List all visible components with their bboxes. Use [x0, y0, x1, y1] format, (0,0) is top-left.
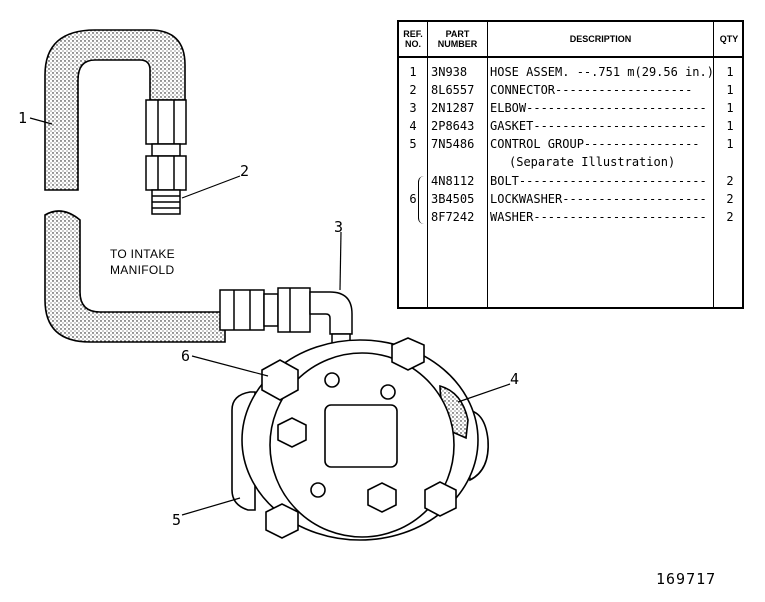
control-group: [231, 337, 489, 541]
callout-3: 3: [334, 218, 343, 236]
row-description: HOSE ASSEM. --.751 m(29.56 in.): [490, 65, 712, 79]
row-part-number: 2P8643: [431, 119, 475, 133]
row-description: WASHER------------------------: [490, 210, 707, 224]
callout-6: 6: [181, 347, 190, 365]
row-ref: 2: [409, 83, 417, 97]
leader-lines: [29, 117, 511, 516]
row-description: BOLT--------------------------: [490, 174, 707, 188]
table-row: 6 3B4505 LOCKWASHER-------------------- 2: [399, 192, 742, 210]
table-row: 8F7242 WASHER------------------------ 2: [399, 210, 742, 228]
group-brace: [418, 176, 427, 224]
row-description: CONTROL GROUP----------------: [490, 137, 700, 151]
parts-table: REF. NO. PART NUMBER DESCRIPTION QTY 1 3N…: [397, 20, 744, 309]
row-qty: 2: [726, 174, 734, 188]
col-divider: [427, 22, 428, 307]
header-ref-no: REF. NO.: [403, 29, 423, 49]
row-qty: 2: [726, 210, 734, 224]
row-part-number: 4N8112: [431, 174, 475, 188]
row-description: (Separate Illustration): [509, 155, 676, 169]
intake-note-line2: MANIFOLD: [110, 263, 174, 277]
callout-2: 2: [240, 162, 249, 180]
row-description: ELBOW-------------------------: [490, 101, 707, 115]
row-part-number: 3B4505: [431, 192, 475, 206]
col-divider: [713, 22, 714, 307]
table-row: 4 2P8643 GASKET------------------------ 1: [399, 119, 742, 137]
row-ref: 6: [409, 192, 417, 206]
row-ref: 5: [409, 137, 417, 151]
table-row: 1 3N938 HOSE ASSEM. --.751 m(29.56 in.) 1: [399, 65, 742, 83]
header-qty: QTY: [719, 34, 739, 44]
elbow-fitting: [219, 287, 353, 347]
row-part-number: 8F7242: [431, 210, 475, 224]
table-row: 5 7N5486 CONTROL GROUP---------------- 1: [399, 137, 742, 155]
row-qty: 1: [726, 65, 734, 79]
header-part-number: PART NUMBER: [437, 29, 478, 49]
row-ref: 3: [409, 101, 417, 115]
header-description: DESCRIPTION: [569, 34, 632, 44]
row-description: CONNECTOR-------------------: [490, 83, 693, 97]
table-row: 2 8L6557 CONNECTOR------------------- 1: [399, 83, 742, 101]
row-part-number: 8L6557: [431, 83, 475, 97]
row-description: LOCKWASHER--------------------: [490, 192, 707, 206]
callout-5: 5: [172, 511, 181, 529]
intake-note-line1: TO INTAKE: [110, 247, 175, 261]
row-qty: 1: [726, 137, 734, 151]
row-qty: 1: [726, 83, 734, 97]
callout-4: 4: [510, 370, 519, 388]
table-row: 4N8112 BOLT-------------------------- 2: [399, 174, 742, 192]
row-qty: 1: [726, 119, 734, 133]
row-ref: 1: [409, 65, 417, 79]
table-row: 3 2N1287 ELBOW------------------------- 1: [399, 101, 742, 119]
connector: [145, 99, 187, 215]
row-description: GASKET------------------------: [490, 119, 707, 133]
callout-1: 1: [18, 109, 27, 127]
row-part-number: 2N1287: [431, 101, 475, 115]
hose-assembly: [44, 29, 226, 343]
figure-number: 169717: [656, 570, 716, 588]
parts-table-header: [399, 22, 742, 58]
row-qty: 2: [726, 192, 734, 206]
row-ref: 4: [409, 119, 417, 133]
row-qty: 1: [726, 101, 734, 115]
col-divider: [487, 22, 488, 307]
row-part-number: 3N938: [431, 65, 468, 79]
table-row: (Separate Illustration): [399, 155, 742, 173]
row-part-number: 7N5486: [431, 137, 475, 151]
